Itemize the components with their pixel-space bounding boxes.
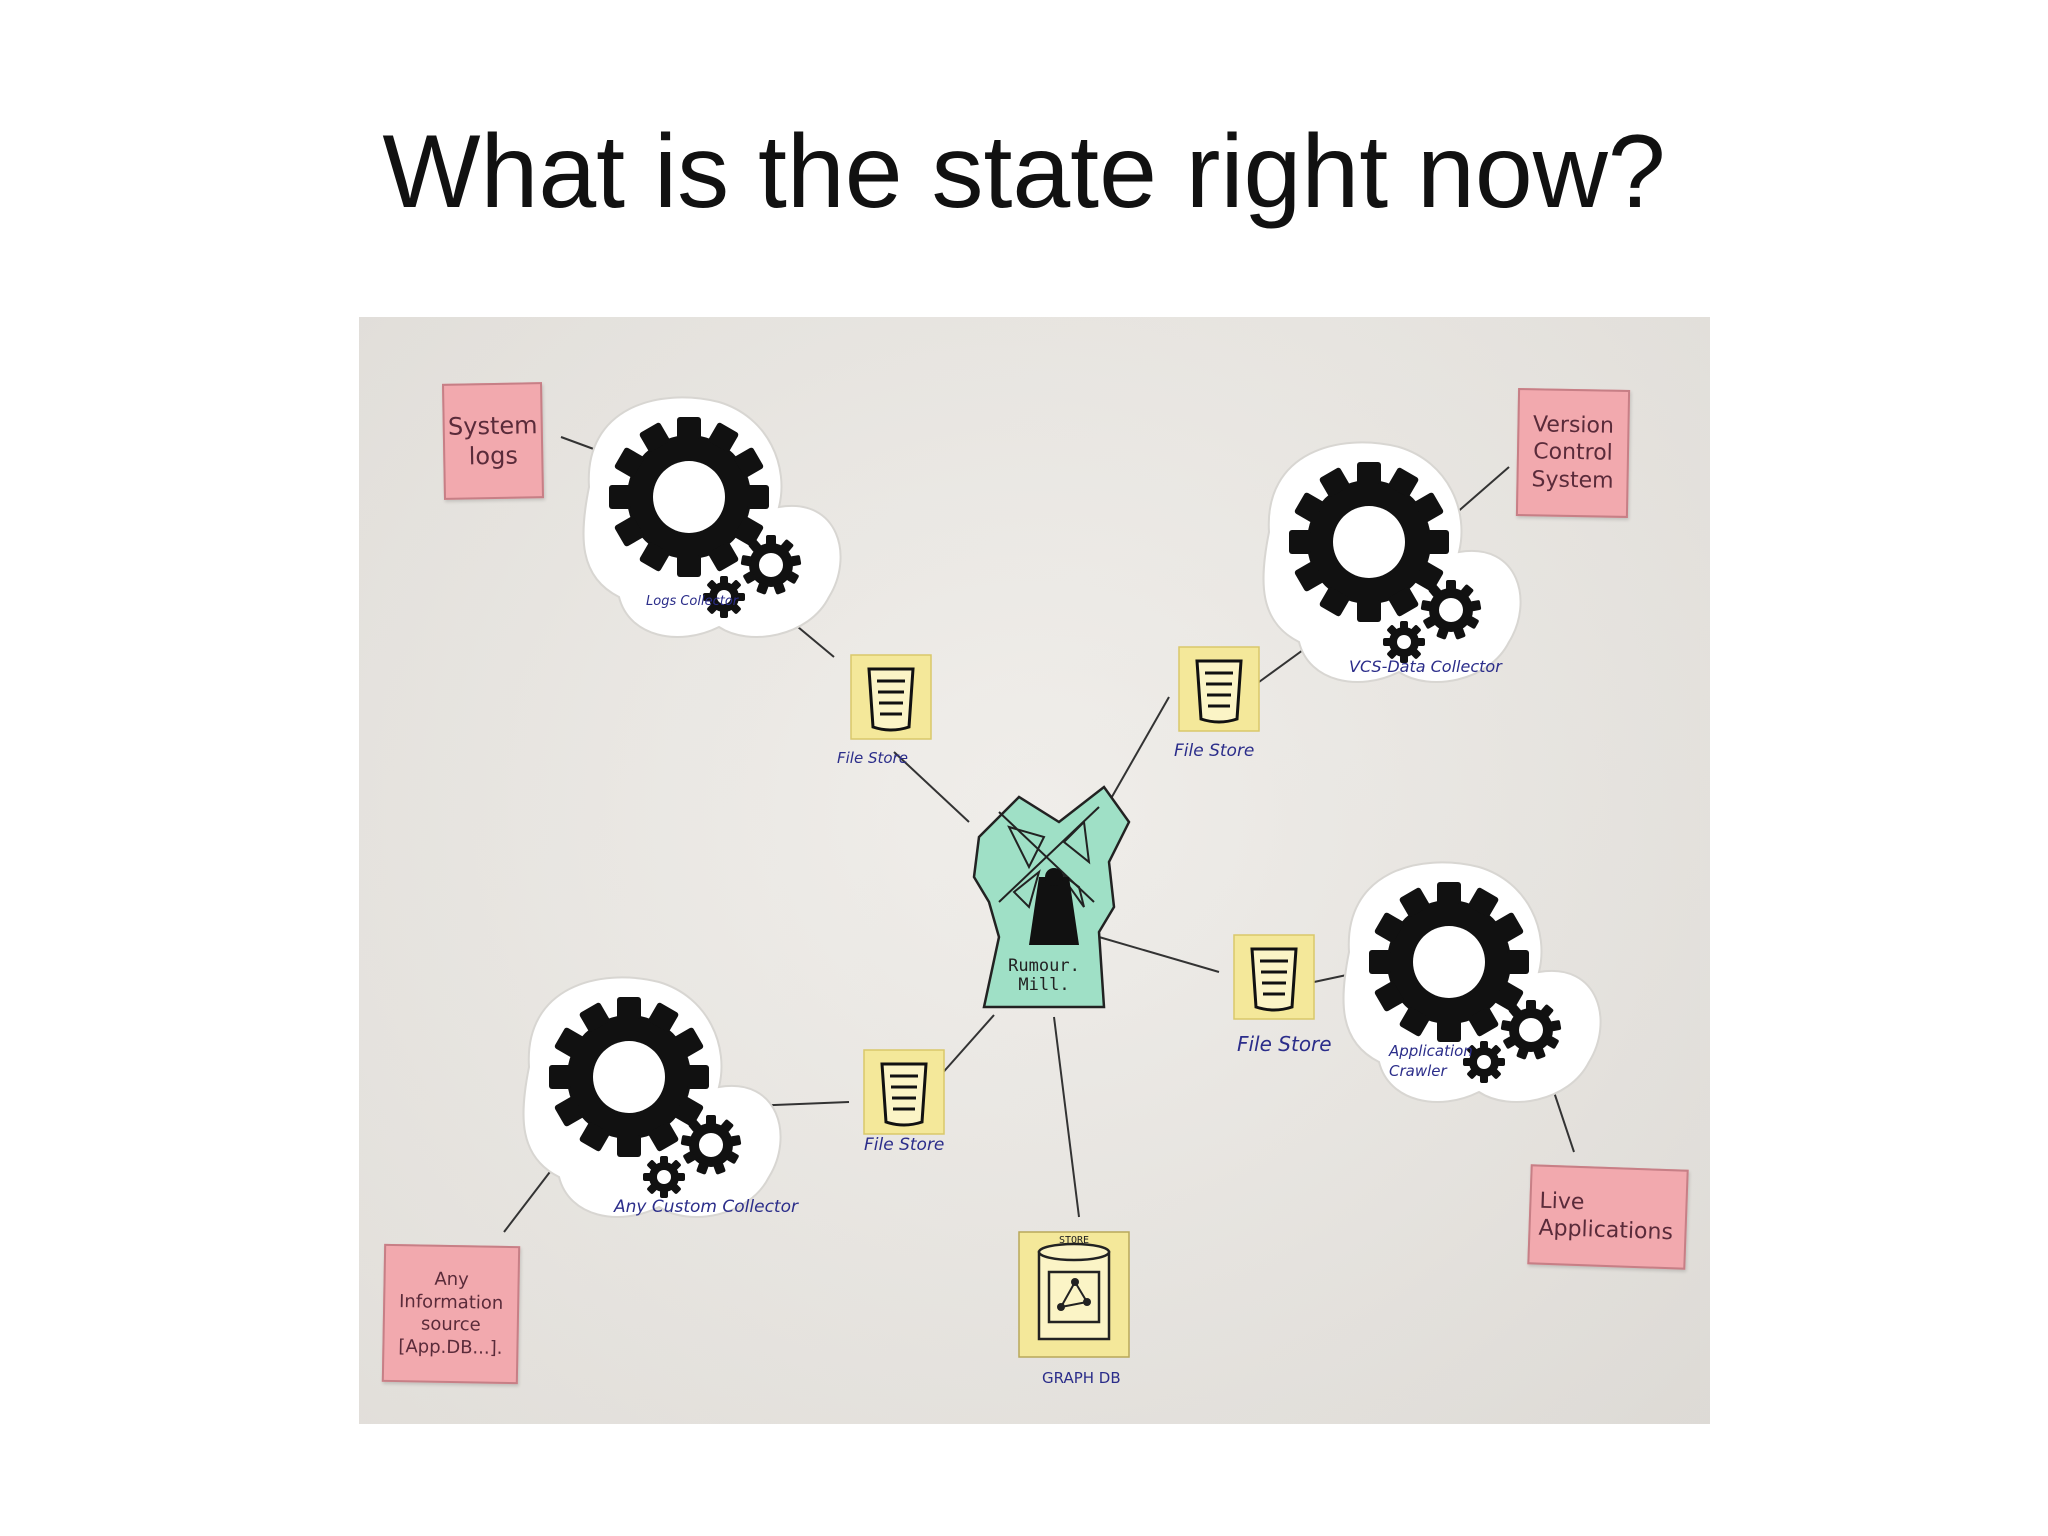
rumour-mill-line: Mill. bbox=[1018, 974, 1070, 995]
note-line: Control bbox=[1533, 439, 1613, 466]
file-store-icon bbox=[1232, 933, 1316, 1021]
graph-db-cap-label: STORE bbox=[1058, 1235, 1090, 1246]
custom-collector-gear-icon bbox=[523, 977, 780, 1217]
whiteboard-photo: System logs Version Control System Live … bbox=[359, 317, 1710, 1424]
windmill-icon bbox=[972, 785, 1131, 1009]
file-store-label: File Store bbox=[1174, 741, 1255, 761]
live-applications-note: Live Applications bbox=[1527, 1164, 1689, 1270]
file-store-icon bbox=[1177, 645, 1261, 733]
graph-db-label: GRAPH DB bbox=[1042, 1369, 1121, 1387]
slide-title: What is the state right now? bbox=[382, 114, 1666, 230]
any-information-note: Any Information source [App.DB...]. bbox=[381, 1243, 521, 1385]
graph-db-icon bbox=[1018, 1231, 1130, 1358]
file-store-icon bbox=[849, 653, 933, 741]
vcs-collector-gear-icon bbox=[1263, 442, 1520, 682]
note-line: System bbox=[447, 411, 538, 441]
file-store-icon bbox=[862, 1048, 946, 1136]
version-control-note: Version Control System bbox=[1515, 388, 1631, 518]
note-line: System bbox=[1531, 467, 1614, 494]
note-line: Information bbox=[398, 1290, 504, 1314]
custom-collector-label: Any Custom Collector bbox=[614, 1197, 798, 1217]
note-line: [App.DB...]. bbox=[398, 1335, 503, 1359]
diagram-canvas bbox=[503, 317, 1710, 1358]
app-crawler-label: Application Crawler bbox=[1389, 1042, 1473, 1081]
file-store-label: File Store bbox=[864, 1135, 945, 1155]
app-crawler-line: Application bbox=[1389, 1042, 1473, 1060]
note-line: source bbox=[420, 1313, 481, 1336]
file-store-label: File Store bbox=[1237, 1032, 1332, 1056]
app-crawler-line: Crawler bbox=[1389, 1061, 1447, 1080]
file-store-label: File Store bbox=[837, 749, 908, 767]
note-line: Any bbox=[434, 1268, 469, 1291]
note-line: Live bbox=[1539, 1188, 1585, 1215]
note-line: Version bbox=[1532, 412, 1615, 439]
note-line: logs bbox=[468, 441, 519, 471]
rumour-mill-label: Rumour. Mill. bbox=[989, 957, 1099, 994]
note-line: Applications bbox=[1538, 1215, 1674, 1246]
logs-collector-label: Logs Collector bbox=[646, 594, 739, 609]
rumour-mill-line: Rumour. bbox=[1008, 956, 1080, 976]
system-logs-note: System logs bbox=[441, 382, 545, 500]
vcs-collector-label: VCS-Data Collector bbox=[1349, 657, 1502, 676]
